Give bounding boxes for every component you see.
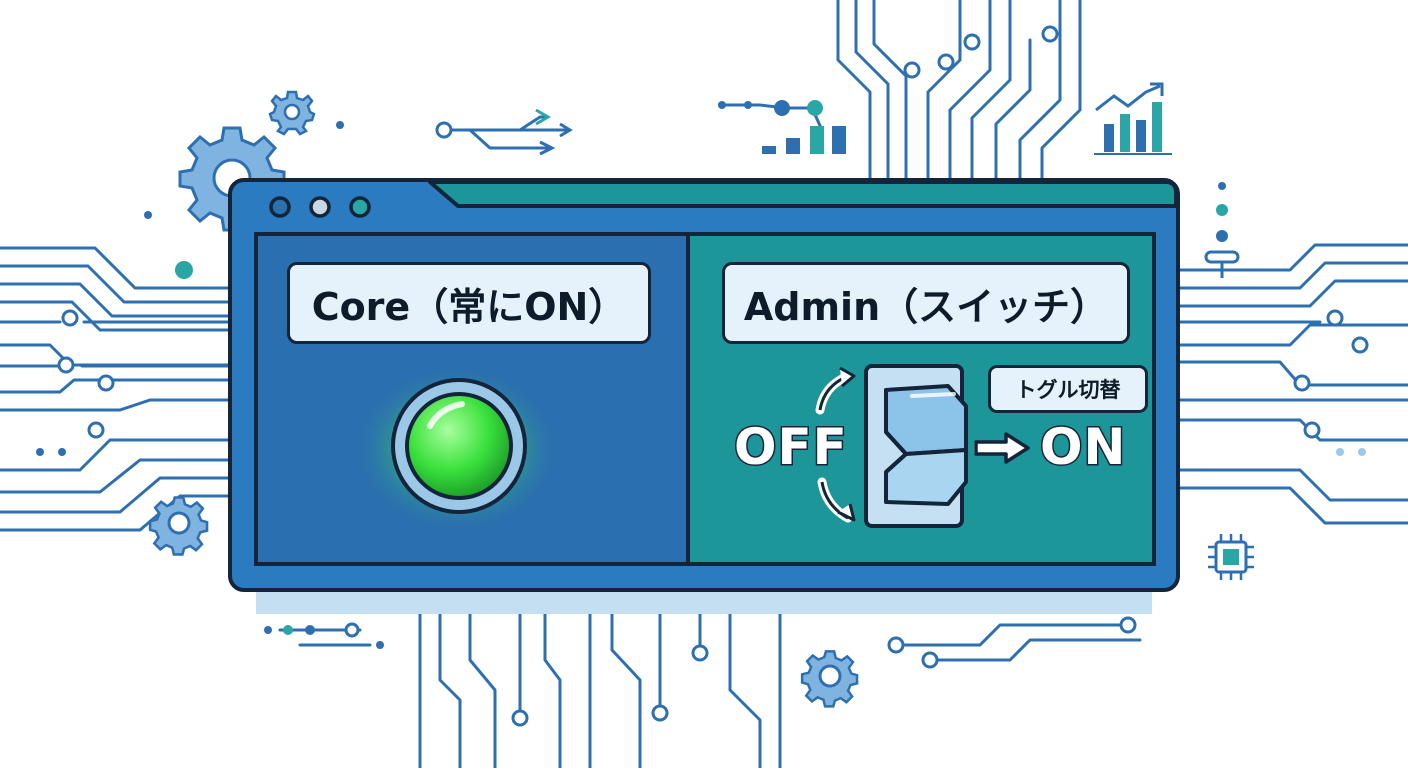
gear-icon bbox=[800, 650, 859, 708]
off-label: OFF bbox=[733, 417, 849, 478]
window-dot-3[interactable] bbox=[349, 196, 371, 218]
gear-icon bbox=[148, 496, 209, 556]
admin-panel-title: Admin（スイッチ） bbox=[722, 262, 1130, 344]
chip-icon bbox=[1208, 534, 1254, 580]
window-dot-2[interactable] bbox=[309, 196, 331, 218]
arrow-right-icon bbox=[974, 432, 1030, 464]
toggle-caption: トグル切替 bbox=[988, 365, 1148, 413]
led-indicator-icon bbox=[352, 364, 562, 534]
on-label: ON bbox=[1038, 417, 1127, 478]
bar-chart-icon bbox=[1094, 82, 1172, 155]
core-panel-title: Core（常にON） bbox=[287, 262, 651, 344]
toggle-switch-icon[interactable] bbox=[806, 362, 992, 534]
window-dot-1[interactable] bbox=[269, 196, 291, 218]
gear-icon-small bbox=[268, 90, 316, 136]
